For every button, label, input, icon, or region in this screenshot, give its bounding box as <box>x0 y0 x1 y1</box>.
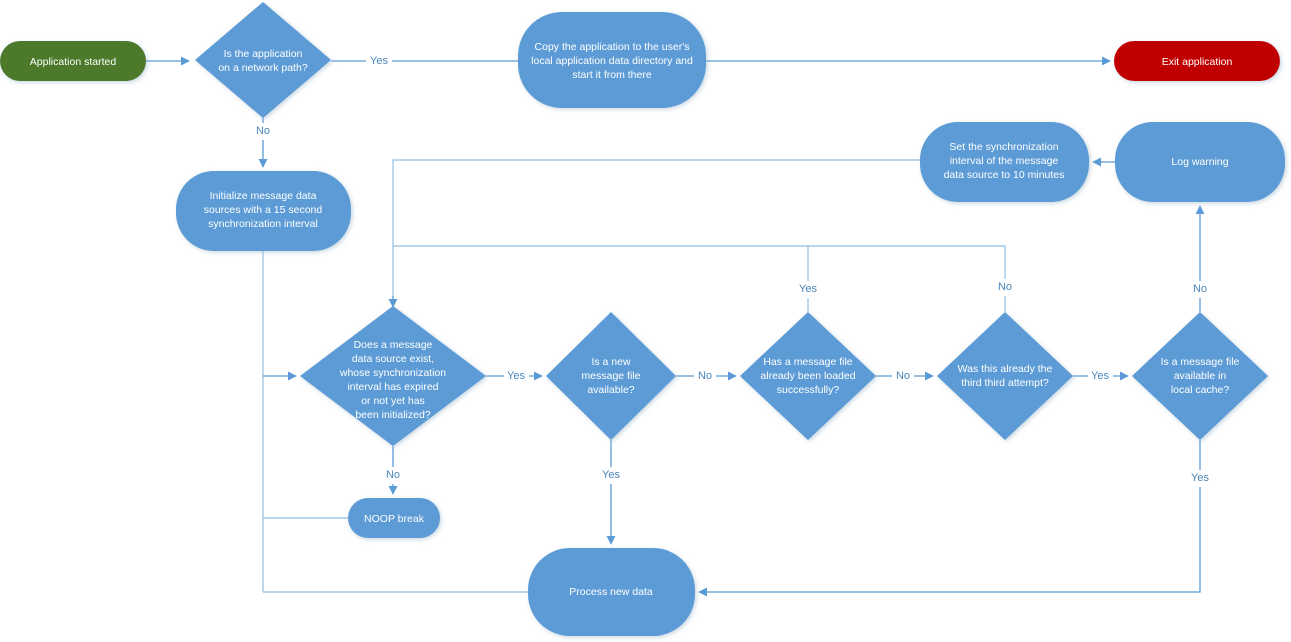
node-shape <box>195 2 331 118</box>
edge-label-network-no: No <box>256 125 270 137</box>
node-shape <box>1114 41 1280 81</box>
node-is-network-path-line-2: on a network path? <box>218 62 307 74</box>
label-bg <box>1189 281 1211 298</box>
label-bg <box>252 123 274 140</box>
node-in-local-cache-line-3: local cache? <box>1171 384 1230 396</box>
node-copy-app-local-line-1: Copy the application to the user's <box>535 41 690 53</box>
node-is-new-message-file-line-2: message file <box>582 370 641 382</box>
edge-label-network-yes: Yes <box>370 55 388 67</box>
edge-label-cache-yes: Yes <box>1191 472 1209 484</box>
node-shape <box>528 548 695 636</box>
label-bg <box>892 368 914 385</box>
node-copy-app-local[interactable]: Copy the application to the user's local… <box>518 12 706 108</box>
node-init-message-sources-line-1: Initialize message data <box>210 190 317 202</box>
edge-label-source-no: No <box>386 469 400 481</box>
edge-alreadyloaded-yes-to-source-check <box>393 245 809 312</box>
node-process-new-data-label: Process new data <box>569 586 653 598</box>
node-shape <box>348 498 440 538</box>
node-is-network-path[interactable]: Is the application on a network path? <box>195 2 331 118</box>
label-bg <box>1088 368 1113 385</box>
node-init-message-sources[interactable]: Initialize message data sources with a 1… <box>176 171 351 251</box>
node-init-message-sources-line-3: synchronization interval <box>208 218 318 230</box>
node-third-attempt-line-2: third third attempt? <box>961 377 1049 389</box>
node-noop-break-label: NOOP break <box>364 513 425 525</box>
node-already-loaded[interactable]: Has a message file already been loaded s… <box>740 312 876 440</box>
edge-label-alreadyloaded-yes: Yes <box>799 283 817 295</box>
node-shape <box>937 312 1073 440</box>
label-bg <box>994 279 1016 296</box>
node-is-new-message-file-line-1: Is a new <box>591 356 631 368</box>
node-in-local-cache[interactable]: Is a message file available in local cac… <box>1132 312 1268 440</box>
node-does-source-exist[interactable]: Does a message data source exist, whose … <box>300 306 486 446</box>
node-already-loaded-line-2: already been loaded <box>760 370 855 382</box>
node-does-source-exist-line-5: or not yet has <box>361 395 425 407</box>
node-is-network-path-line-1: Is the application <box>224 48 303 60</box>
node-already-loaded-line-3: successfully? <box>777 384 840 396</box>
edge-label-newfile-no: No <box>698 370 712 382</box>
label-bg <box>1188 470 1213 487</box>
edge-labels: Yes No Yes No No Yes No Yes No Yes No Ye… <box>252 52 1213 487</box>
node-application-started-label: Application started <box>30 56 117 68</box>
node-in-local-cache-line-1: Is a message file <box>1161 356 1240 368</box>
label-bg <box>599 467 624 484</box>
node-third-attempt-line-1: Was this already the <box>958 363 1053 375</box>
node-does-source-exist-line-6: been initialized? <box>355 409 430 421</box>
node-is-new-message-file-line-3: available? <box>587 384 634 396</box>
edge-cache-yes-to-process <box>698 440 1201 597</box>
edge-label-cache-no: No <box>1193 283 1207 295</box>
label-bg <box>382 467 404 484</box>
node-shape <box>740 312 876 440</box>
edge-label-newfile-yes: Yes <box>602 469 620 481</box>
node-is-new-message-file[interactable]: Is a new message file available? <box>546 312 676 440</box>
label-bg <box>796 281 821 298</box>
node-does-source-exist-line-1: Does a message <box>354 339 433 351</box>
node-does-source-exist-line-4: interval has expired <box>347 381 438 393</box>
node-init-message-sources-line-2: sources with a 15 second <box>204 204 323 216</box>
node-log-warning[interactable]: Log warning <box>1115 122 1285 202</box>
node-shape <box>546 312 676 440</box>
edge-label-thirdattempt-yes: Yes <box>1091 370 1109 382</box>
node-copy-app-local-line-2: local application data directory and <box>531 55 693 67</box>
node-application-started[interactable]: Application started <box>0 41 146 81</box>
node-does-source-exist-line-2: data source exist, <box>352 353 434 365</box>
edge-label-source-yes: Yes <box>507 370 525 382</box>
node-shape <box>1132 312 1268 440</box>
node-copy-app-local-line-3: start it from there <box>572 69 652 81</box>
node-shape <box>920 122 1089 202</box>
edge-thirdattempt-no-to-source-check <box>808 245 1006 312</box>
node-exit-application-label: Exit application <box>1162 56 1233 68</box>
edge-label-thirdattempt-no: No <box>998 281 1012 293</box>
node-third-attempt[interactable]: Was this already the third third attempt… <box>937 312 1073 440</box>
node-exit-application[interactable]: Exit application <box>1114 41 1280 81</box>
label-bg <box>694 368 716 385</box>
node-in-local-cache-line-2: available in <box>1174 370 1227 382</box>
edge-setsync-to-source-check <box>392 159 920 307</box>
node-does-source-exist-line-3: whose synchronization <box>339 367 446 379</box>
node-shape <box>0 41 146 81</box>
node-set-sync-interval[interactable]: Set the synchronization interval of the … <box>920 122 1089 202</box>
node-set-sync-interval-line-3: data source to 10 minutes <box>944 169 1065 181</box>
node-set-sync-interval-line-1: Set the synchronization <box>949 141 1058 153</box>
node-shape <box>300 306 486 446</box>
node-already-loaded-line-1: Has a message file <box>763 356 852 368</box>
node-log-warning-label: Log warning <box>1171 156 1228 168</box>
label-bg <box>366 52 392 69</box>
node-shape <box>1115 122 1285 202</box>
node-set-sync-interval-line-2: interval of the message <box>950 155 1059 167</box>
label-bg <box>504 368 529 385</box>
node-shape <box>176 171 351 251</box>
node-noop-break[interactable]: NOOP break <box>348 498 440 538</box>
node-shape <box>518 12 706 108</box>
edge-label-alreadyloaded-no: No <box>896 370 910 382</box>
node-process-new-data[interactable]: Process new data <box>528 548 695 636</box>
